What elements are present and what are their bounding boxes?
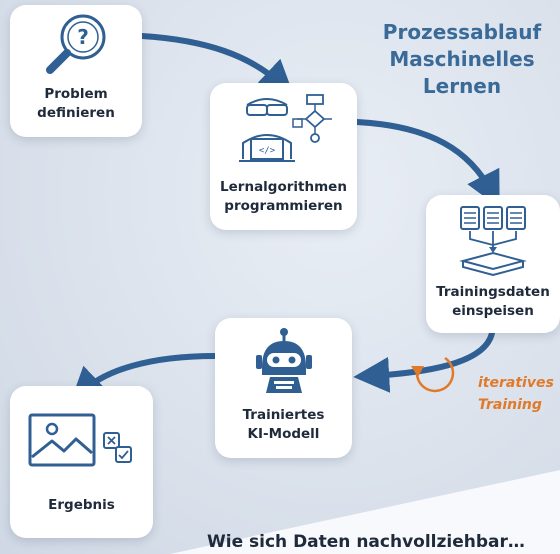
iteration-label: iteratives Training: [478, 375, 554, 413]
step-ergebnis-label: Ergebnis: [48, 497, 115, 513]
svg-text:?: ?: [77, 25, 89, 49]
footer-text: Wie sich Daten nachvollziehbar…: [207, 532, 525, 552]
magnifier-question-icon: ?: [46, 14, 106, 74]
svg-text:</>: </>: [258, 146, 275, 156]
robot-icon: [255, 328, 312, 393]
programmer-flowchart-icon: </>: [238, 93, 332, 162]
step-programmieren-card: </> Lernalgorithmen programmieren: [210, 83, 357, 230]
image-result-icon: [28, 413, 132, 467]
step-modell-card: Trainiertes KI-Modell: [215, 318, 352, 458]
arrow-programmieren-to-einspeisen: [354, 119, 500, 208]
arrow-modell-to-ergebnis: [69, 353, 218, 404]
arrow-problem-to-programmieren: [139, 33, 295, 97]
step-einspeisen-label: Trainingsdaten einspeisen: [436, 284, 550, 319]
step-programmieren-label: Lernalgorithmen programmieren: [220, 179, 347, 214]
diagram-title: Prozessablauf Maschinelles Lernen: [382, 20, 542, 98]
arrow-einspeisen-to-modell: [353, 330, 495, 393]
cycle-arrow-icon: [411, 356, 455, 393]
step-ergebnis-card: Ergebnis: [10, 386, 153, 538]
step-einspeisen-card: Trainingsdaten einspeisen: [426, 195, 560, 333]
documents-into-box-icon: [459, 206, 527, 277]
step-problem-label: Problem definieren: [37, 86, 115, 121]
step-problem-card: ? Problem definieren: [10, 5, 142, 137]
step-modell-label: Trainiertes KI-Modell: [242, 407, 325, 442]
